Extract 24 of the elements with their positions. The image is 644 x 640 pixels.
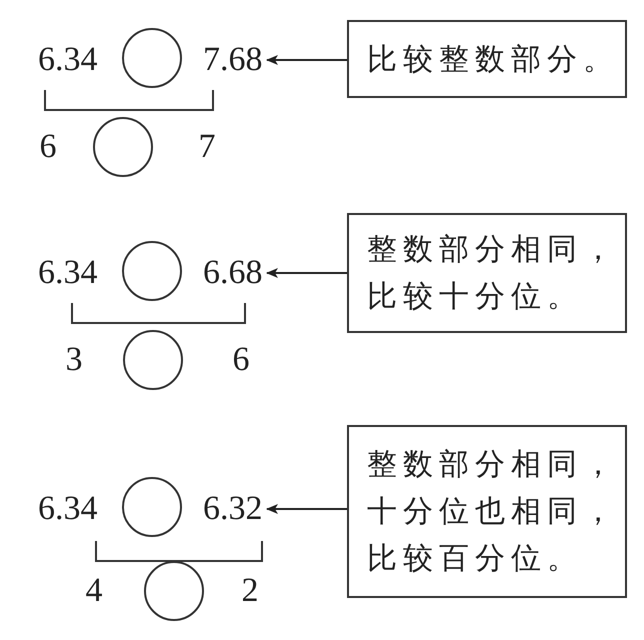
digit: 3: [66, 341, 82, 379]
note-box: 比较整数部分。: [347, 20, 627, 98]
digit: 7: [198, 128, 216, 166]
number: 6.34: [38, 490, 98, 528]
arrow: [266, 268, 347, 278]
note-box: 整数部分相同，十分位也相同，比较百分位。: [347, 425, 627, 598]
answer-circle: [122, 477, 182, 537]
number: 6.34: [38, 41, 98, 79]
digit: 6: [232, 341, 250, 379]
answer-circle: [93, 117, 153, 177]
digit: 6: [40, 128, 56, 166]
note-box: 整数部分相同，比较十分位。: [347, 213, 627, 333]
arrow: [266, 55, 347, 65]
answer-circle: [122, 241, 182, 301]
answer-circle: [144, 561, 204, 621]
digit: 2: [242, 572, 258, 610]
arrow: [266, 504, 347, 514]
number: 6.32: [203, 490, 262, 528]
number: 6.34: [38, 254, 98, 292]
answer-circle: [123, 330, 183, 390]
answer-circle: [122, 28, 182, 88]
number: 6.68: [203, 254, 262, 292]
digit: 4: [86, 572, 102, 610]
number: 7.68: [203, 41, 262, 79]
